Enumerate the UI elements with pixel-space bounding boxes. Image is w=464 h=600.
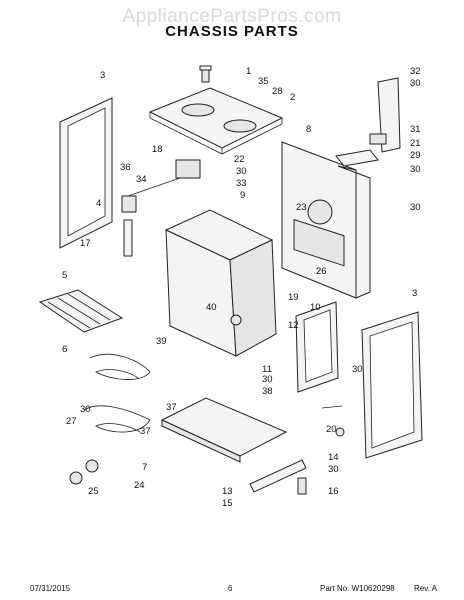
callout-label: 8 <box>306 124 311 135</box>
callout-label: 30 <box>262 374 273 385</box>
callout-label: 31 <box>410 124 421 135</box>
callout-label: 37 <box>166 402 177 413</box>
callout-label: 33 <box>236 178 247 189</box>
callout-label: 11 <box>262 364 272 375</box>
callout-label: 15 <box>222 498 233 509</box>
callout-label: 13 <box>222 486 233 497</box>
callout-label: 38 <box>262 386 273 397</box>
callout-label: 10 <box>310 302 321 313</box>
callout-label: 27 <box>66 416 77 427</box>
callout-label: 30 <box>328 464 339 475</box>
callout-label: 37 <box>140 426 151 437</box>
kick-panel-part <box>249 459 307 493</box>
callout-label: 30 <box>236 166 247 177</box>
callout-label: 25 <box>88 486 99 497</box>
burner-cap-part <box>69 459 99 485</box>
callout-label: 35 <box>258 76 269 87</box>
callout-label: 5 <box>62 270 67 281</box>
oven-door-part <box>361 311 423 459</box>
callout-label: 1 <box>246 66 251 77</box>
footer-date: 07/31/2015 <box>30 584 71 593</box>
callout-label: 28 <box>272 86 283 97</box>
callout-label: 30 <box>410 78 421 89</box>
side-panel-left-part <box>59 97 113 249</box>
watermark: AppliancePartsPros.com <box>122 6 341 27</box>
side-bracket-part <box>123 219 133 257</box>
callout-label: 39 <box>156 336 167 347</box>
screw-part <box>199 65 212 83</box>
callout-label: 24 <box>134 480 145 491</box>
leveling-leg-part <box>297 477 307 495</box>
callout-label: 4 <box>96 198 101 209</box>
door-inner-part <box>295 301 339 393</box>
callout-label: 12 <box>288 320 299 331</box>
callout-label: 30 <box>80 404 91 415</box>
callout-label: 17 <box>80 238 91 249</box>
callout-label: 20 <box>326 424 337 435</box>
callout-label: 7 <box>142 462 147 473</box>
callout-label: 26 <box>316 266 327 277</box>
callout-label: 40 <box>206 302 217 313</box>
cooktop-part <box>148 87 284 155</box>
callout-label: 30 <box>410 164 421 175</box>
oven-rack-part <box>38 289 124 333</box>
callout-label: 22 <box>234 154 245 165</box>
lower-element-part <box>83 405 151 433</box>
footer-part-number: Part No. W10620298 <box>320 584 395 593</box>
oven-cavity-part <box>164 209 277 357</box>
callout-label: 16 <box>328 486 339 497</box>
callout-label: 3 <box>100 70 105 81</box>
hinge-part <box>335 133 387 167</box>
footer-page: 6 <box>228 584 233 593</box>
footer-revision: Rev. A <box>414 584 437 593</box>
callout-label: 30 <box>410 202 421 213</box>
callout-label: 32 <box>410 66 421 77</box>
broil-element-part <box>121 159 201 213</box>
callout-label: 6 <box>62 344 67 355</box>
spring-part <box>321 405 345 437</box>
callout-label: 14 <box>328 452 339 463</box>
callout-label: 36 <box>120 162 131 173</box>
callout-label: 2 <box>290 92 295 103</box>
page-title: CHASSIS PARTS <box>165 23 299 40</box>
bake-element-part <box>89 353 151 380</box>
callout-label: 19 <box>288 292 299 303</box>
rear-panel-part <box>281 141 371 299</box>
callout-label: 23 <box>296 202 307 213</box>
callout-label: 21 <box>410 138 421 149</box>
drawer-part <box>160 397 288 463</box>
callout-label: 29 <box>410 150 421 161</box>
callout-label: 9 <box>240 190 245 201</box>
callout-label: 3 <box>412 288 417 299</box>
callout-label: 18 <box>152 144 163 155</box>
callout-label: 30 <box>352 364 363 375</box>
callout-label: 34 <box>136 174 147 185</box>
